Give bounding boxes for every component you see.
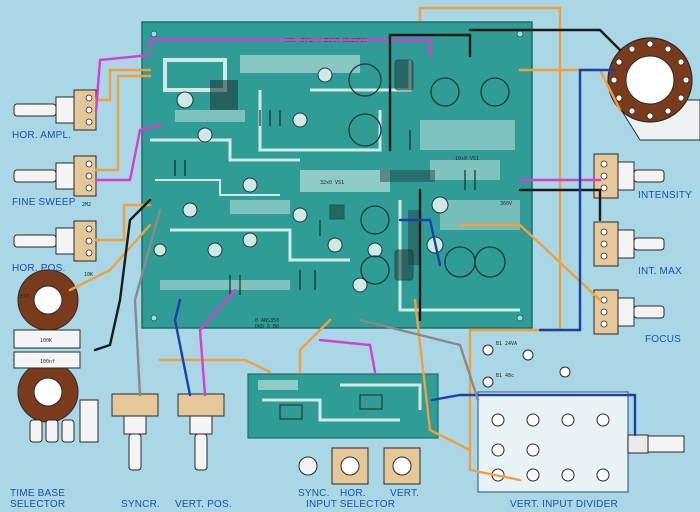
switch-tag-100k: 100K	[40, 338, 52, 344]
wires	[68, 6, 637, 482]
input-selector-board	[247, 373, 439, 439]
wire-orange-3	[94, 203, 152, 242]
wire-magenta-3	[148, 38, 432, 58]
label-vert-pos: VERT. POS.	[175, 499, 232, 510]
wire-grey-2	[358, 318, 480, 402]
wire-magenta-5	[198, 288, 237, 397]
label-focus: FOCUS	[645, 334, 681, 345]
label-hor-pos: HOR. POS.	[12, 263, 66, 274]
bnc-connectors	[298, 447, 421, 485]
left-pots	[13, 89, 97, 262]
wire-black-2	[93, 198, 152, 352]
wire-blue-1	[538, 68, 617, 332]
legend-tag-2: B1 48c	[496, 373, 514, 379]
bottom-pots	[111, 393, 225, 471]
crt-socket	[607, 37, 700, 141]
wire-orange-2	[94, 74, 152, 172]
label-vert-bnc: VERT.	[390, 488, 420, 499]
wire-blue-4	[173, 298, 192, 397]
wire-orange-10	[158, 358, 272, 374]
board-tag-4: 0 ANS350	[255, 318, 279, 324]
pot-tag-10k: 10K	[84, 272, 93, 278]
wire-black-1	[388, 33, 472, 152]
wire-black-3	[468, 28, 622, 52]
label-sync: SYNC.	[298, 488, 330, 499]
wire-orange-4	[68, 223, 152, 292]
wire-blue-3	[398, 218, 442, 267]
wire-black-4	[518, 188, 602, 222]
label-selector: SELECTOR	[10, 499, 66, 510]
wire-orange-1	[94, 68, 152, 102]
main-pcb: HOR. AMPL. / INPUT SELECTOR 10x0 VS1 32x…	[141, 21, 533, 330]
board-tag-2: 32x0 VS1	[320, 180, 344, 186]
wire-orange-6	[458, 223, 602, 302]
label-hor-bnc: HOR.	[340, 488, 366, 499]
wire-orange-7	[298, 318, 332, 374]
label-syncr: SYNCR.	[121, 499, 160, 510]
switch-tag-ext: EXT.	[20, 294, 32, 300]
label-input-selector: INPUT SELECTOR	[306, 499, 396, 510]
label-hor-ampl: HOR. AMPL.	[12, 130, 72, 141]
wire-magenta-2	[94, 123, 162, 182]
board-tag-5: DRD 6 B0	[255, 324, 279, 330]
transistor-legend: B1 24VA B1 48c	[482, 341, 571, 388]
label-vert-input-divider: VERT. INPUT DIVIDER	[510, 499, 618, 510]
label-int-max: INT. MAX	[638, 266, 682, 277]
time-base-switch: EXT. 100K 100nf	[13, 269, 99, 443]
wire-orange-9	[413, 298, 472, 452]
board-tag-3: 360V	[500, 201, 512, 207]
wire-grey-1	[133, 208, 162, 397]
pot-tag-2m2: 2M2	[82, 202, 91, 208]
label-time-base: TIME BASE	[10, 488, 66, 499]
wire-magenta-1	[94, 53, 152, 114]
legend-tag-1: B1 24VA	[496, 341, 517, 347]
wire-magenta-6	[318, 338, 377, 374]
wire-orange-8	[518, 68, 622, 112]
label-fine-sweep: FINE SWEEP	[12, 197, 76, 208]
label-intensity: INTENSITY	[638, 190, 693, 201]
board-tag-1: 10x0 VS1	[455, 156, 479, 162]
wire-blue-2	[430, 393, 637, 437]
switch-tag-100nf: 100nf	[40, 359, 55, 365]
